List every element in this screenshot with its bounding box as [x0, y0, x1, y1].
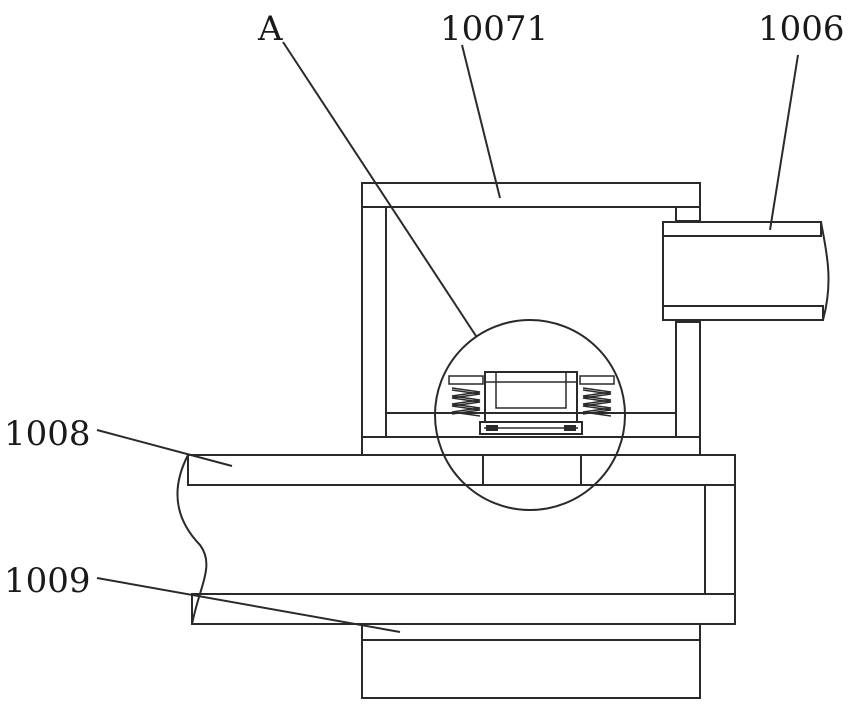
- main-pipe-port: [482, 454, 582, 486]
- leader-lines: [96, 41, 799, 633]
- seat-clip-right: [564, 425, 576, 431]
- leader-a: [282, 41, 477, 337]
- detail-circle-a: [434, 319, 626, 511]
- valve-seat: [479, 421, 583, 435]
- housing-left-wall: [361, 206, 387, 438]
- valve-assembly: [448, 371, 615, 435]
- housing-right-wall-lower: [675, 321, 701, 438]
- valve-body: [484, 371, 578, 423]
- outlet-pipe-top-wall: [662, 221, 822, 237]
- label-1008: 1008: [4, 414, 91, 454]
- label-1006: 1006: [758, 9, 845, 49]
- housing-gasket: [361, 436, 701, 456]
- leader-1006: [769, 54, 799, 231]
- housing-top-wall: [361, 182, 701, 208]
- spring-left: [448, 375, 484, 417]
- label-10071: 10071: [440, 9, 548, 49]
- main-pipe: [176, 454, 736, 625]
- outlet-pipe-bottom-wall: [662, 305, 824, 321]
- base-block: [361, 639, 701, 699]
- housing: [361, 182, 701, 456]
- label-1009: 1009: [4, 561, 91, 601]
- base: [361, 623, 701, 699]
- housing-right-wall-upper: [675, 206, 701, 222]
- base-gasket: [361, 623, 701, 641]
- leader-1008: [96, 429, 233, 467]
- leader-10071: [461, 44, 501, 199]
- outlet-pipe: [662, 221, 830, 321]
- leader-1009: [96, 577, 401, 633]
- main-pipe-end-wall: [704, 484, 736, 595]
- label-a: A: [257, 9, 283, 49]
- spring-right: [579, 375, 615, 417]
- seat-clip-left: [486, 425, 498, 431]
